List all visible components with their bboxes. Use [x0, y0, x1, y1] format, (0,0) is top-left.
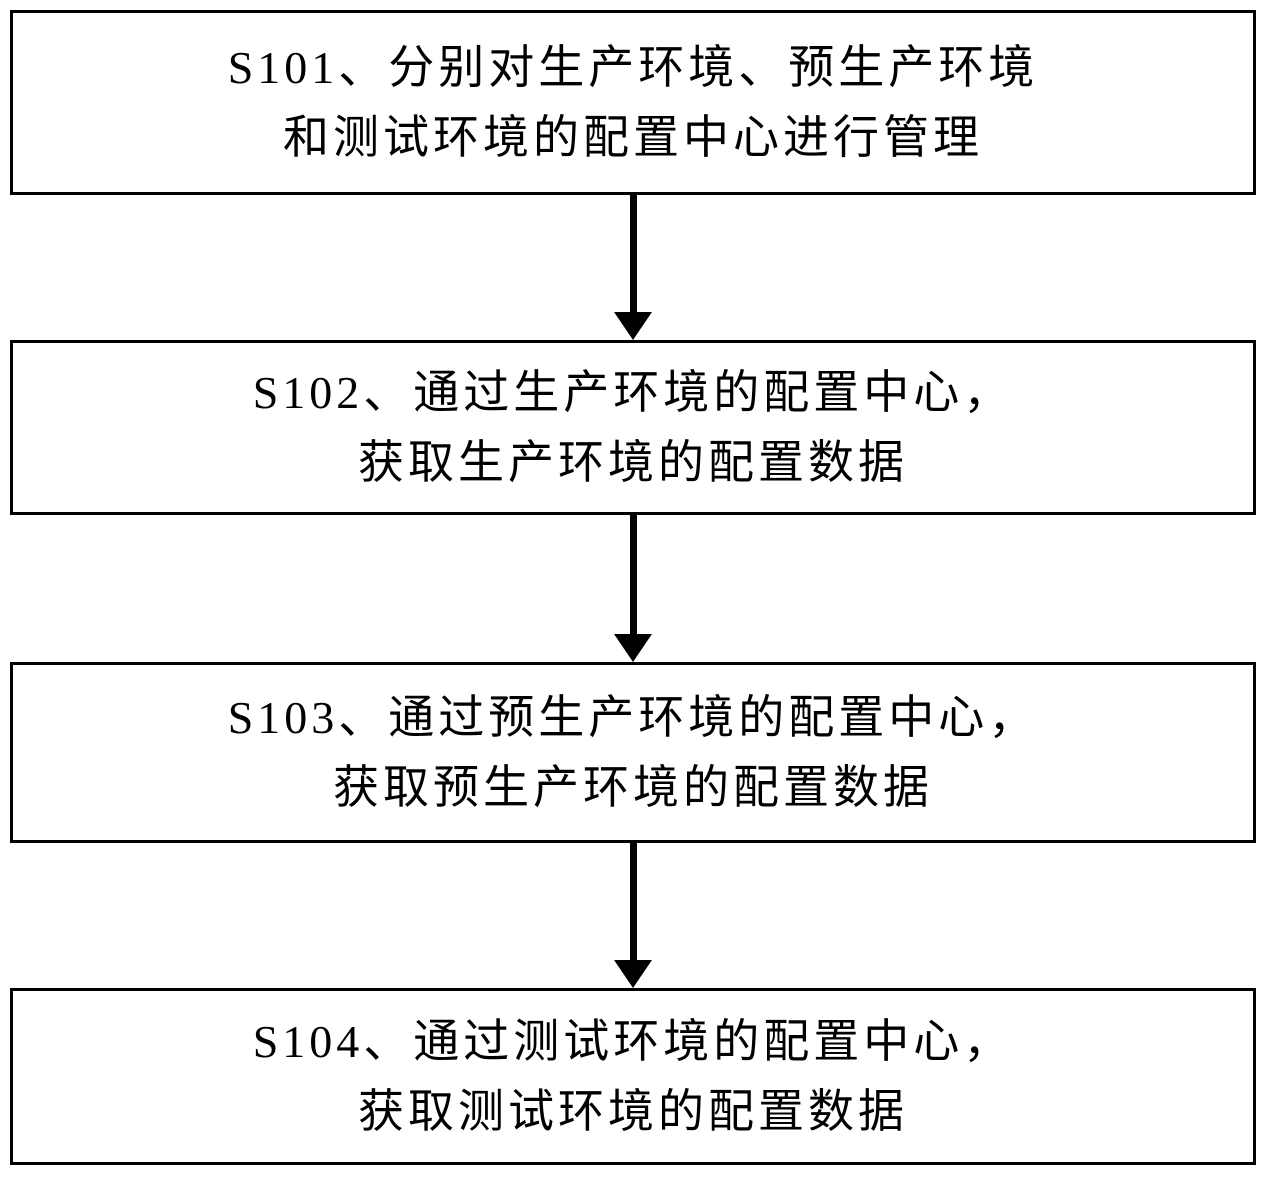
step-box-s103: S103、通过预生产环境的配置中心， 获取预生产环境的配置数据 — [10, 662, 1256, 843]
step-s103-text-line2: 获取预生产环境的配置数据 — [333, 761, 933, 813]
step-box-s104: S104、通过测试环境的配置中心， 获取测试环境的配置数据 — [10, 988, 1256, 1165]
step-s101-text-line1: S101、分别对生产环境、预生产环境 — [227, 41, 1039, 93]
step-box-s102: S102、通过生产环境的配置中心， 获取生产环境的配置数据 — [10, 340, 1256, 515]
step-s101-text-line2: 和测试环境的配置中心进行管理 — [283, 111, 983, 163]
step-box-s101: S101、分别对生产环境、预生产环境 和测试环境的配置中心进行管理 — [10, 10, 1256, 195]
down-arrow-icon — [614, 515, 652, 662]
step-s104-text-line2: 获取测试环境的配置数据 — [358, 1085, 908, 1137]
arrow-stem — [629, 195, 637, 312]
step-s104-text-line1: S104、通过测试环境的配置中心， — [252, 1015, 1014, 1067]
arrow-head — [614, 634, 652, 662]
step-s102-text-line2: 获取生产环境的配置数据 — [358, 436, 908, 488]
down-arrow-icon — [614, 843, 652, 988]
step-s103-text-line1: S103、通过预生产环境的配置中心， — [227, 691, 1039, 743]
down-arrow-icon — [614, 195, 652, 340]
arrow-head — [614, 960, 652, 988]
arrow-stem — [629, 515, 637, 634]
arrow-head — [614, 312, 652, 340]
arrow-stem — [629, 843, 637, 960]
step-s102-text-line1: S102、通过生产环境的配置中心， — [252, 366, 1014, 418]
